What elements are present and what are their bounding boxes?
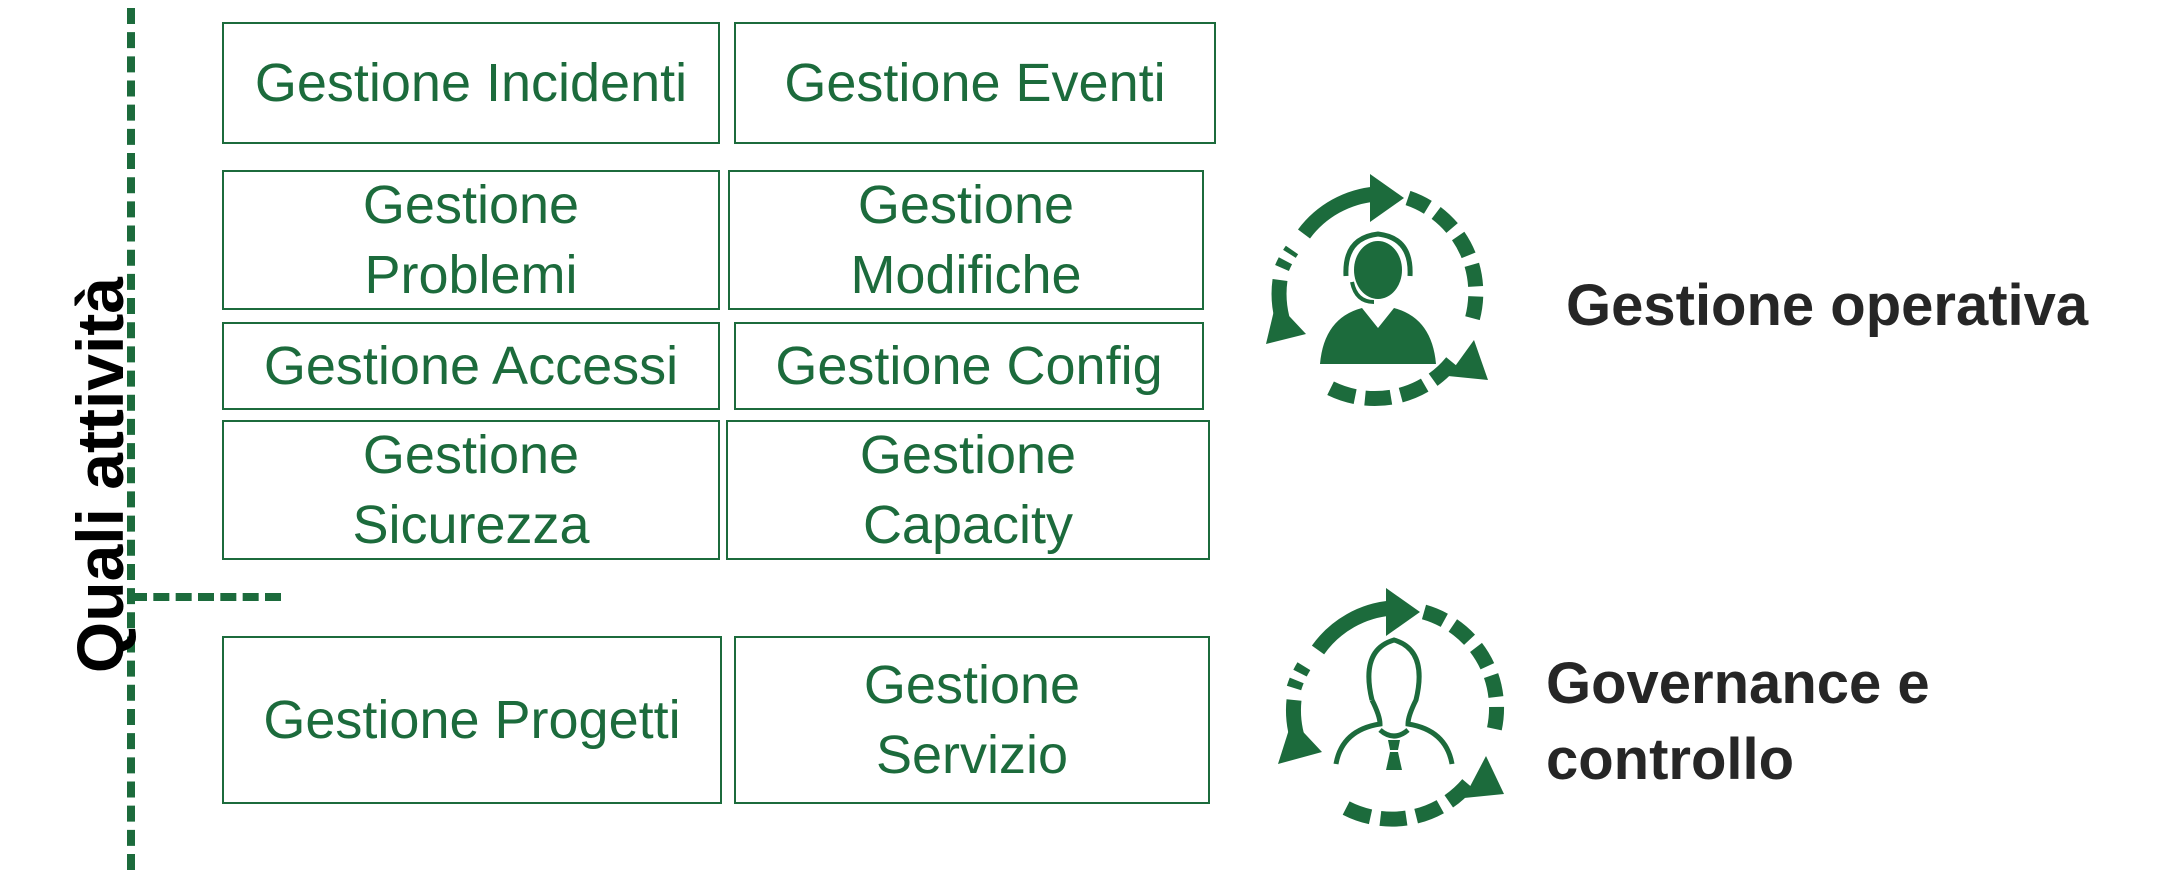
box-label-group: Gestione Sicurezza (352, 420, 589, 560)
box-gestione-accessi: Gestione Accessi (222, 322, 720, 410)
label-line: Governance e (1546, 651, 1930, 716)
box-label-group: Gestione Servizio (864, 650, 1080, 790)
box-label-group: Gestione Capacity (860, 420, 1076, 560)
box-label: Gestione Config (775, 336, 1163, 396)
label-gestione-operativa: Gestione operativa (1566, 273, 2089, 338)
box-gestione-eventi: Gestione Eventi (734, 22, 1216, 144)
box-label-line: Servizio (875, 725, 1069, 785)
box-label: Gestione Incidenti (254, 53, 688, 113)
box-label-line: Gestione (362, 425, 580, 485)
box-label-line: Gestione (857, 175, 1075, 235)
box-label-line: Modifiche (850, 245, 1082, 305)
box-label-group: Gestione Problemi (363, 170, 579, 310)
side-title: Quali attività (63, 276, 137, 674)
horizontal-dashed-divider (131, 593, 281, 601)
box-label-line: Capacity (862, 495, 1074, 555)
box-gestione-incidenti: Gestione Incidenti (222, 22, 720, 144)
box-label-group: Gestione Modifiche (850, 170, 1081, 310)
box-gestione-capacity: Gestione Capacity (726, 420, 1210, 560)
label-governance-controllo: Governance e controllo (1546, 646, 1930, 798)
box-label-line: Gestione (863, 655, 1081, 715)
box-label: Gestione Accessi (263, 336, 679, 396)
manager-cycle-icon (1278, 588, 1505, 827)
operator-headset-cycle-icon (1266, 174, 1488, 407)
box-gestione-progetti: Gestione Progetti (222, 636, 722, 804)
vertical-dashed-divider (127, 8, 135, 870)
box-label: Gestione Progetti (263, 690, 681, 750)
box-label-line: Gestione (362, 175, 580, 235)
label-line: controllo (1546, 727, 1795, 792)
box-label-line: Sicurezza (352, 495, 590, 555)
box-gestione-problemi: Gestione Problemi (222, 170, 720, 310)
box-gestione-sicurezza: Gestione Sicurezza (222, 420, 720, 560)
box-gestione-servizio: Gestione Servizio (734, 636, 1210, 804)
box-label-line: Problemi (364, 245, 578, 305)
box-label: Gestione Eventi (784, 53, 1166, 113)
box-gestione-config: Gestione Config (734, 322, 1204, 410)
box-gestione-modifiche: Gestione Modifiche (728, 170, 1204, 310)
box-label-line: Gestione (859, 425, 1077, 485)
